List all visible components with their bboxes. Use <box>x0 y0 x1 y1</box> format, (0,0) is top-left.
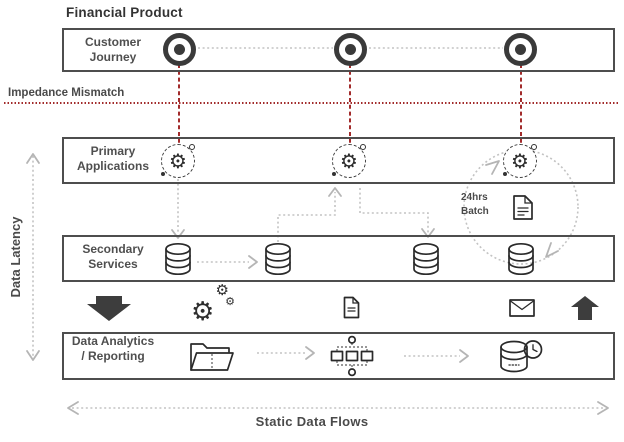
document-icon <box>513 195 533 220</box>
arrowhead-right <box>305 346 315 360</box>
bullseye-icon <box>504 33 537 66</box>
database-icon <box>413 242 439 276</box>
gear-circle-icon: ⚙ <box>161 144 195 178</box>
bullseye-icon <box>163 33 196 66</box>
secondary-services-box <box>62 235 615 282</box>
block-down-arrow-icon <box>87 296 131 321</box>
row-label-secondary-services: Secondary Services <box>82 242 144 272</box>
database-icon <box>265 242 291 276</box>
block-up-arrow-icon <box>571 296 599 320</box>
batch-label: 24hrs Batch <box>461 192 489 217</box>
envelope-icon <box>509 299 535 317</box>
row-label-data-analytics: Data Analytics / Reporting <box>71 334 155 364</box>
database-icon <box>508 242 534 276</box>
bullseye-icon <box>334 33 367 66</box>
folder-icon <box>190 343 234 371</box>
workflow-icon <box>330 335 374 377</box>
loop-arrowhead-up <box>485 160 500 175</box>
row-label-customer-journey: Customer Journey <box>84 35 141 65</box>
gear-circle-icon: ⚙ <box>332 144 366 178</box>
document-icon <box>343 296 360 319</box>
customer-journey-box <box>62 28 615 72</box>
service-to-app-line <box>277 192 336 242</box>
row-label-primary-applications: Primary Applications <box>76 144 149 174</box>
impedance-mismatch-label: Impedance Mismatch <box>8 87 125 99</box>
arrowhead-down <box>171 229 185 239</box>
arrowhead-right <box>597 401 609 415</box>
arrowhead-up <box>26 153 40 164</box>
arrowhead-up <box>328 187 342 197</box>
static-data-flows-label: Static Data Flows <box>255 414 369 429</box>
arrowhead-right <box>248 255 258 269</box>
gears-icon: ⚙ ⚙ ⚙ <box>191 281 235 327</box>
diagram-title: Financial Product <box>66 5 183 20</box>
arrowhead-left <box>67 401 79 415</box>
arrowhead-down <box>26 350 40 361</box>
gear-circle-icon: ⚙ <box>503 144 537 178</box>
arrowhead-right <box>459 349 469 363</box>
database-clock-icon <box>500 340 543 373</box>
primary-applications-box <box>62 137 615 184</box>
data-analytics-box <box>62 332 615 380</box>
database-icon <box>165 242 191 276</box>
app-to-service-line <box>359 188 429 233</box>
data-latency-label: Data Latency <box>8 216 23 298</box>
arrowhead-down <box>421 228 435 238</box>
loop-arrowhead-down <box>545 242 559 258</box>
